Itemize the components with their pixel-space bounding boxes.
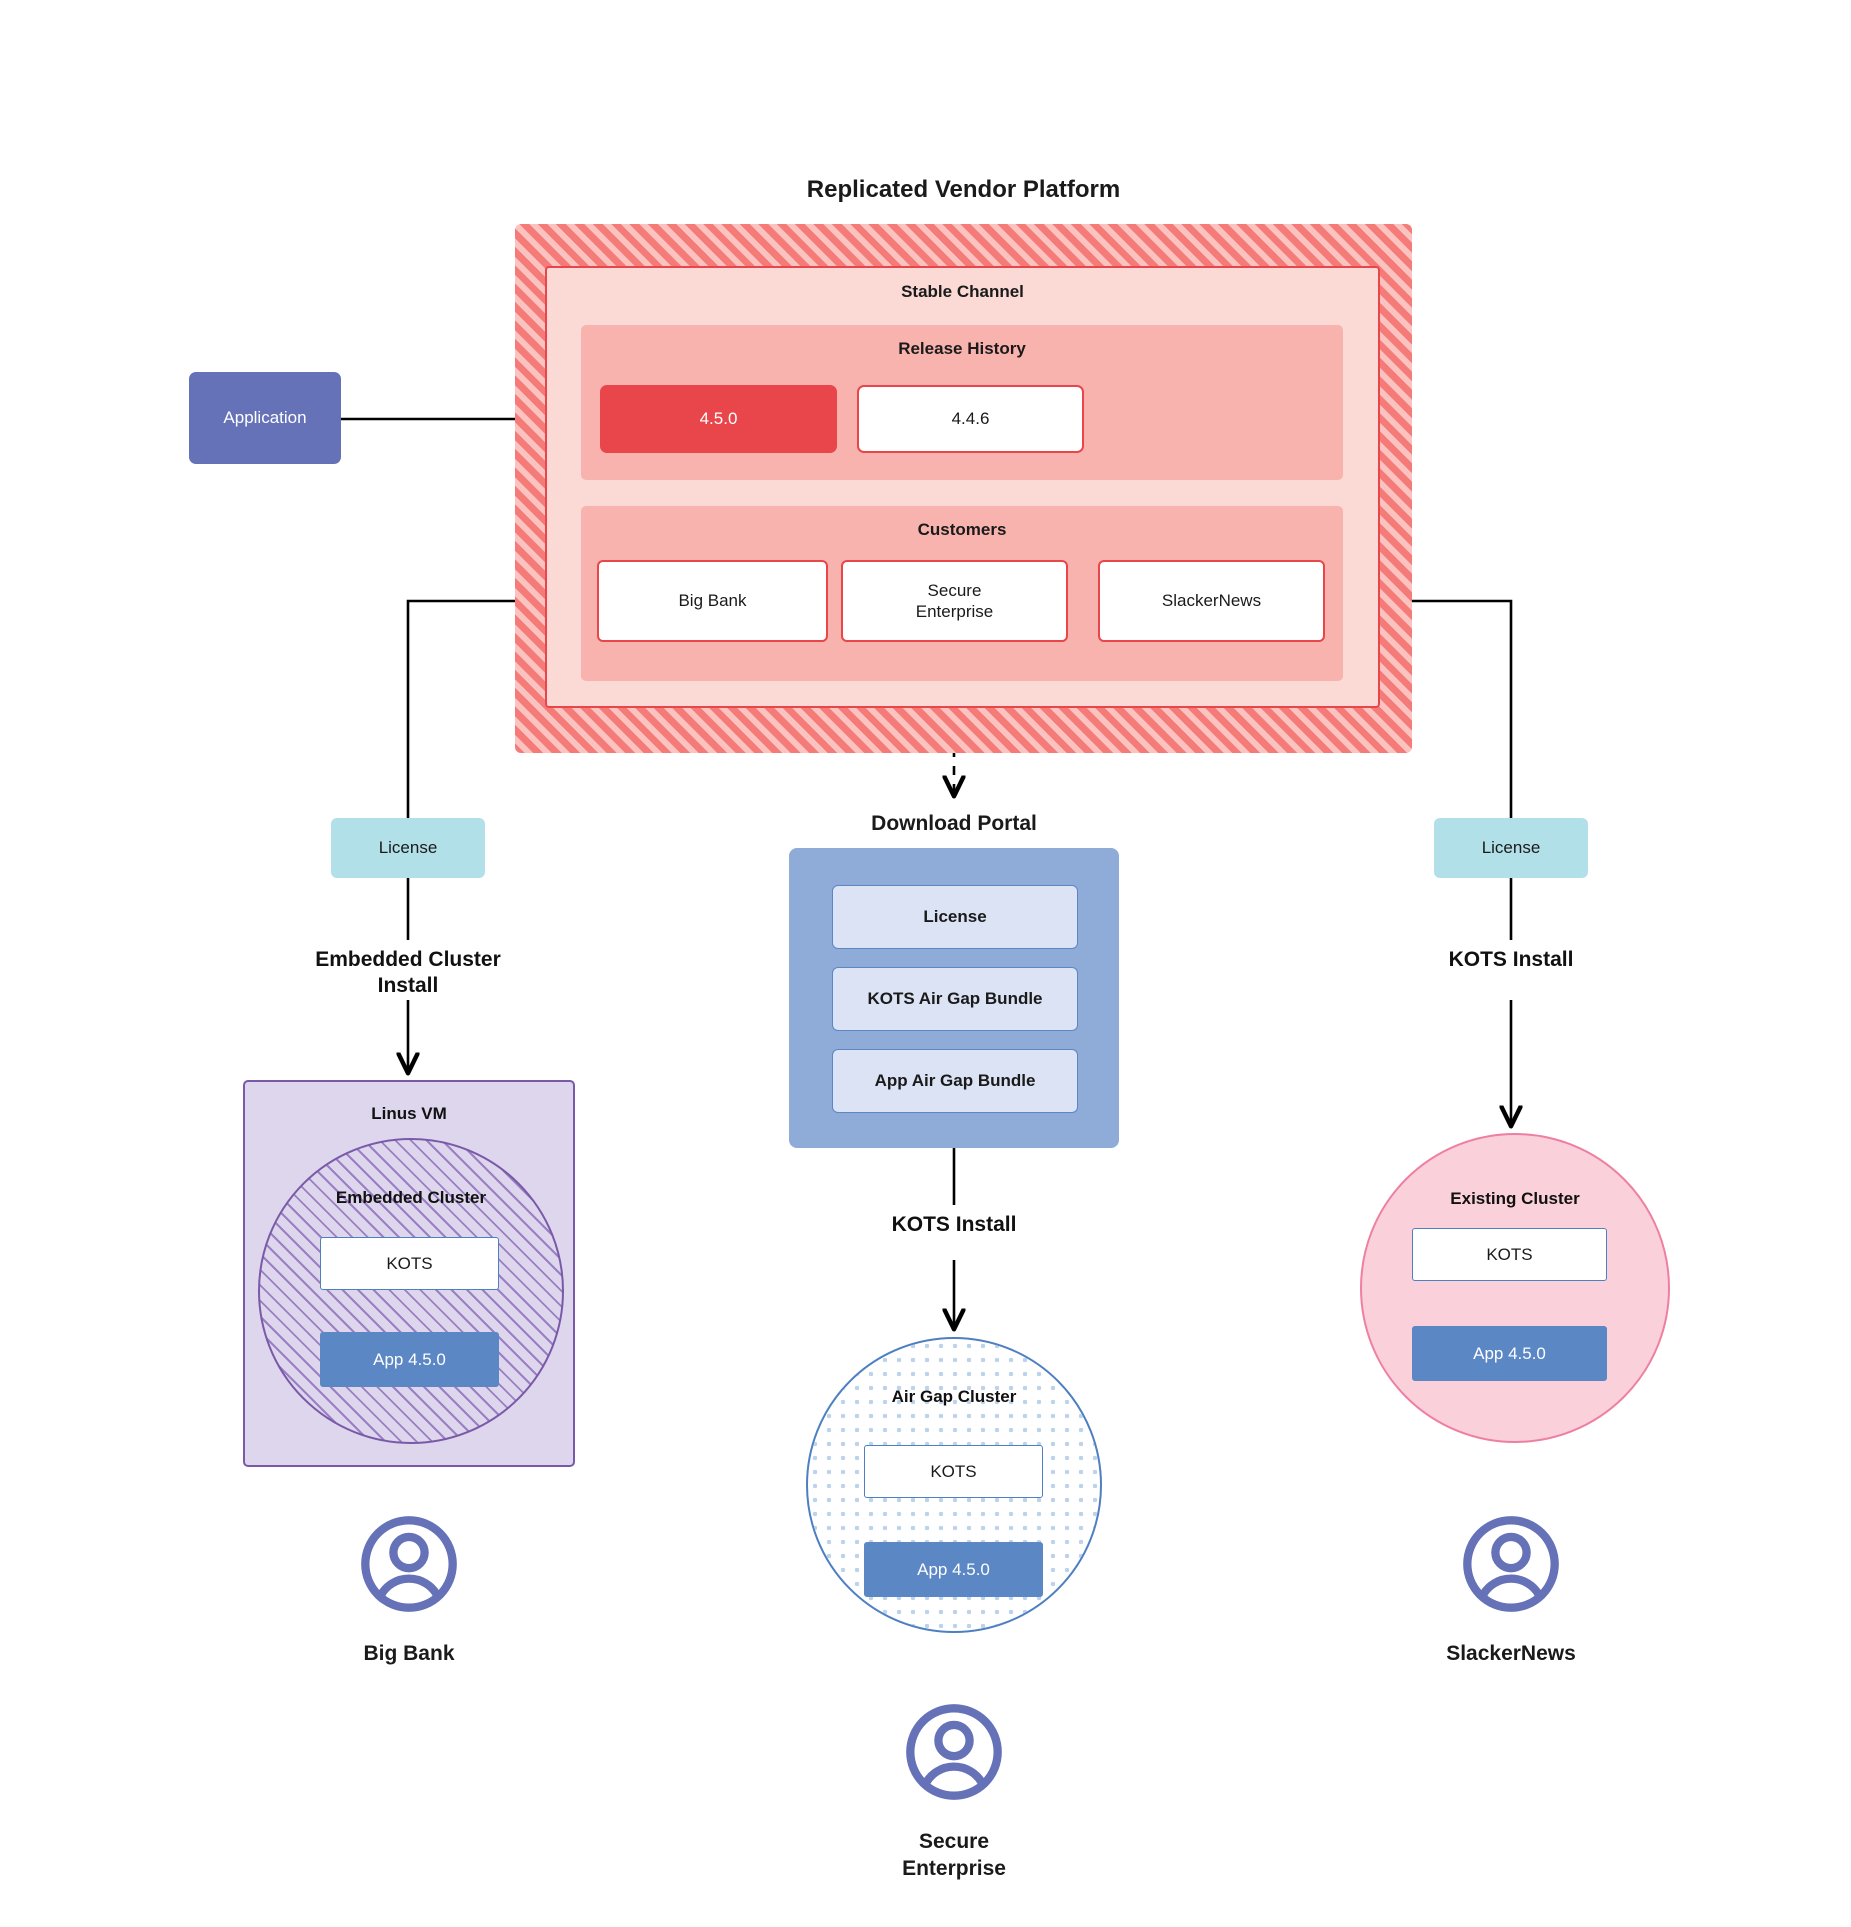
- avatar-secure-enterprise: [902, 1700, 1006, 1809]
- customer-item-secure-enterprise[interactable]: Secure Enterprise: [841, 560, 1068, 642]
- release-history-label: Release History: [898, 339, 1026, 358]
- kots-box-big-bank[interactable]: KOTS: [320, 1237, 499, 1290]
- release-item-current[interactable]: 4.5.0: [600, 385, 837, 453]
- user-avatar-icon: [361, 1516, 457, 1612]
- app-box-big-bank[interactable]: App 4.5.0: [320, 1332, 499, 1387]
- portal-item-kots-air-gap-bundle[interactable]: KOTS Air Gap Bundle: [832, 967, 1078, 1031]
- edge-label-kots-install-existing: KOTS Install: [1448, 947, 1574, 971]
- user-avatar-icon: [1463, 1516, 1559, 1612]
- customer-item-slackernews[interactable]: SlackerNews: [1098, 560, 1325, 642]
- existing-cluster-container: Existing Cluster: [1360, 1133, 1670, 1443]
- portal-item-license[interactable]: License: [832, 885, 1078, 949]
- kots-box-secure-enterprise[interactable]: KOTS: [864, 1445, 1043, 1498]
- download-portal-title: Download Portal: [871, 811, 1037, 835]
- edge-label-kots-install-airgap: KOTS Install: [891, 1212, 1017, 1236]
- embedded-cluster-label: Embedded Cluster: [335, 1188, 487, 1207]
- persona-label-slackernews: SlackerNews: [1446, 1642, 1576, 1665]
- app-box-secure-enterprise[interactable]: App 4.5.0: [864, 1542, 1043, 1597]
- portal-item-app-air-gap-bundle[interactable]: App Air Gap Bundle: [832, 1049, 1078, 1113]
- app-box-slackernews[interactable]: App 4.5.0: [1412, 1326, 1607, 1381]
- existing-cluster-label: Existing Cluster: [1450, 1189, 1580, 1208]
- license-chip-big-bank[interactable]: License: [331, 818, 485, 878]
- kots-box-slackernews[interactable]: KOTS: [1412, 1228, 1607, 1281]
- air-gap-cluster-label: Air Gap Cluster: [891, 1387, 1017, 1406]
- persona-label-secure-enterprise: Secure Enterprise: [902, 1830, 1006, 1881]
- download-portal-container: License KOTS Air Gap Bundle App Air Gap …: [789, 848, 1119, 1148]
- persona-label-big-bank: Big Bank: [363, 1642, 455, 1665]
- release-item-previous[interactable]: 4.4.6: [857, 385, 1084, 453]
- customer-item-big-bank[interactable]: Big Bank: [597, 560, 828, 642]
- embedded-cluster-container: Embedded Cluster: [258, 1138, 564, 1444]
- edge-label-embedded-cluster-install: Embedded Cluster Install: [315, 947, 501, 997]
- customers-label: Customers: [917, 520, 1007, 539]
- license-chip-slackernews[interactable]: License: [1434, 818, 1588, 878]
- application-node[interactable]: Application: [189, 372, 341, 464]
- stable-channel-label: Stable Channel: [901, 282, 1024, 301]
- avatar-slackernews: [1459, 1512, 1563, 1621]
- linus-vm-label: Linus VM: [371, 1104, 447, 1123]
- avatar-big-bank: [357, 1512, 461, 1621]
- page-title: Replicated Vendor Platform: [806, 176, 1121, 203]
- user-avatar-icon: [906, 1704, 1002, 1800]
